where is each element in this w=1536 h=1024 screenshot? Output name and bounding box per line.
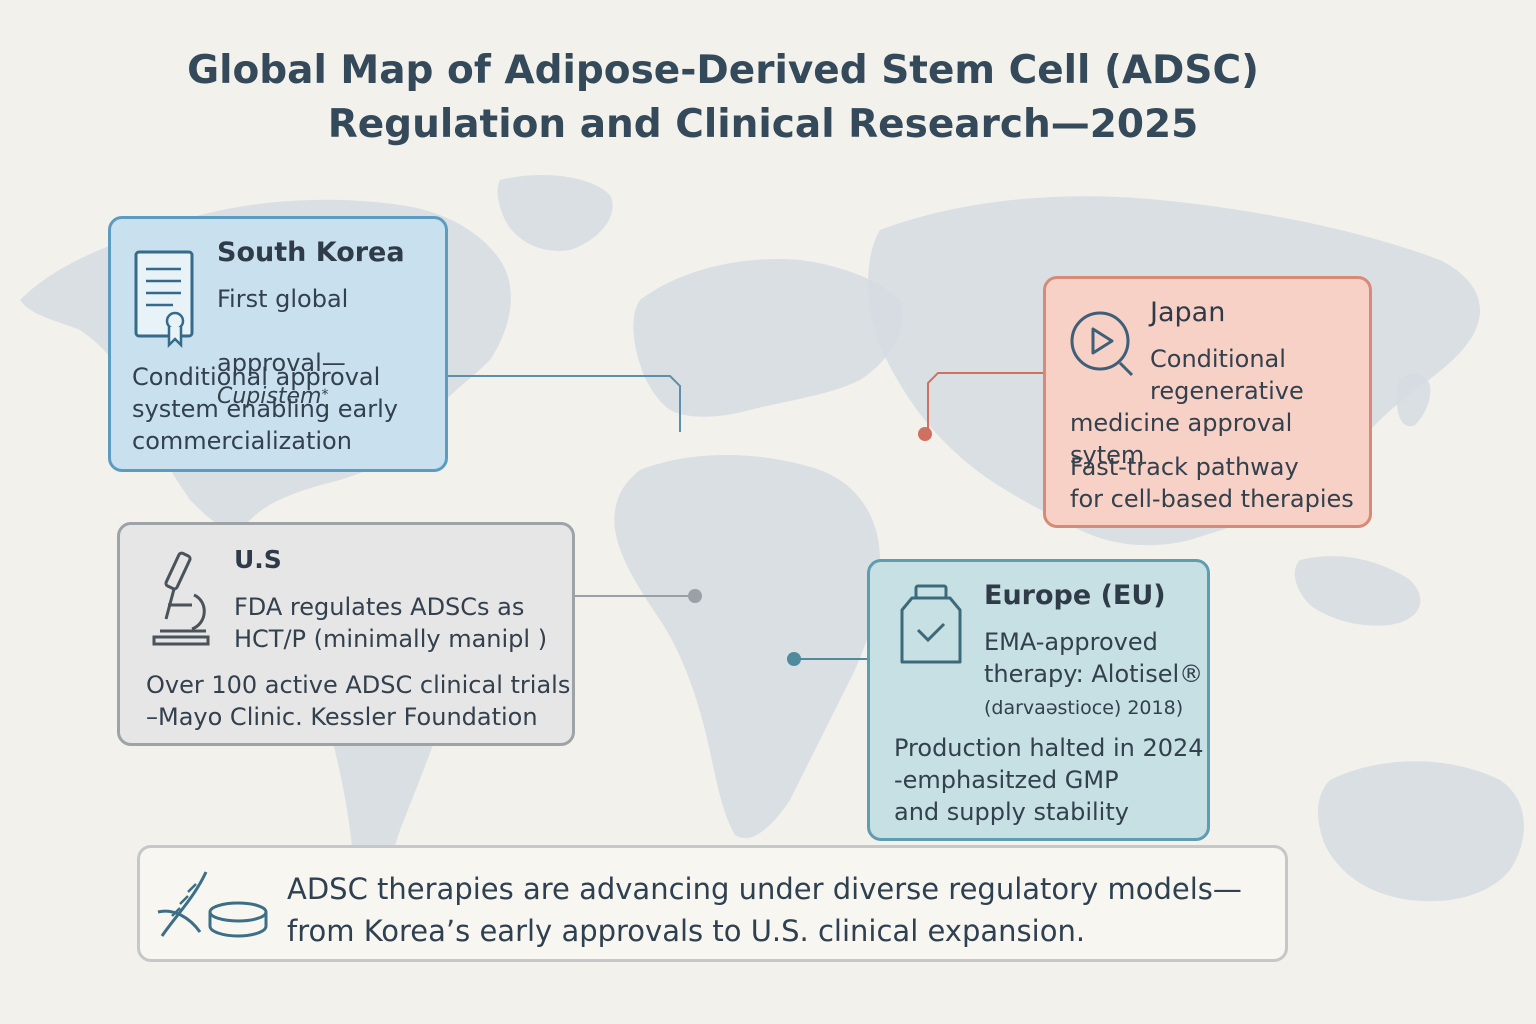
japan-line2: regenerative	[1150, 377, 1304, 405]
page-title-line2: Regulation and Clinical Research—2025	[327, 102, 1199, 147]
petri-dish-icon	[208, 901, 268, 938]
eu-line2: therapy: Alotisel®	[984, 660, 1204, 688]
eu-body: Production halted in 2024 -emphasitzed G…	[894, 734, 1204, 826]
card-south-korea: South Korea First global approval— Cupist…	[108, 216, 448, 472]
southeast-asia-shape	[1294, 556, 1421, 626]
certificate-icon	[134, 250, 194, 349]
europe-shape	[633, 259, 903, 417]
summary-box: ADSC therapies are advancing under diver…	[137, 845, 1288, 962]
usa-heading: U.S	[234, 545, 282, 574]
greenland-shape	[497, 175, 613, 251]
japan-line3: medicine approval sytem	[1070, 409, 1293, 469]
medicine-bottle-icon	[900, 584, 962, 664]
japan-body: Fast-track pathway for cell-based therap…	[1070, 453, 1354, 513]
eu-line1: EMA-approved	[984, 628, 1158, 656]
korea-line2: approval— Cupistem*	[217, 315, 445, 413]
page-title-line1: Global Map of Adipose-Derived Stem Cell …	[187, 48, 1259, 93]
eu-heading: Europe (EU)	[984, 580, 1166, 611]
japan-line1: Conditional	[1150, 345, 1286, 373]
korea-line1: First global	[217, 285, 349, 313]
summary-text: ADSC therapies are advancing under diver…	[287, 872, 1242, 948]
australia-shape	[1318, 761, 1524, 902]
microscope-icon	[152, 551, 210, 646]
usa-body: Over 100 active ADSC clinical trials –Ma…	[146, 671, 571, 731]
dna-icon	[157, 871, 208, 937]
korea-heading: South Korea	[217, 237, 405, 268]
korea-body: Conditional approval system enabling ear…	[132, 363, 398, 455]
card-united-states: U.S FDA regulates ADSCs as HCT/P (minima…	[117, 522, 575, 746]
card-japan: Japan Conditional regenerative medicine …	[1043, 276, 1372, 528]
japan-heading: Japan	[1150, 297, 1226, 328]
africa-shape	[614, 455, 880, 839]
eu-line3: (darvaəstioce) 2018)	[984, 697, 1184, 719]
usa-line2: HCT/P (minimally manipl )	[234, 625, 548, 653]
korea-product-name: Cupistem	[217, 384, 322, 409]
play-search-icon	[1070, 311, 1134, 377]
usa-line1: FDA regulates ADSCs as	[234, 593, 525, 621]
korea-asterisk: *	[321, 387, 329, 403]
japan-islands-shape	[1396, 373, 1431, 427]
card-europe: Europe (EU) EMA-approved therapy: Alotis…	[867, 559, 1210, 841]
korea-line2-prefix: approval—	[217, 349, 346, 377]
